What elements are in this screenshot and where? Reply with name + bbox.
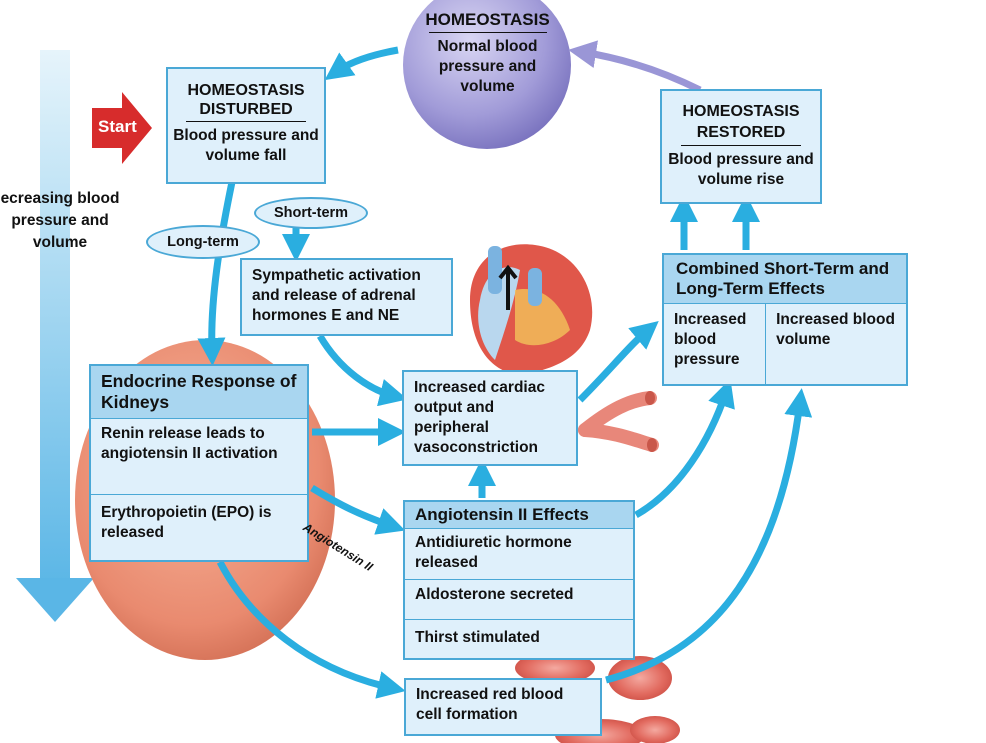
- combined-box: Combined Short-Term and Long-Term Effect…: [662, 253, 908, 386]
- kidneys-box: Endocrine Response of Kidneys Renin rele…: [89, 364, 309, 562]
- homeostasis-disturbed-box: HOMEOSTASIS DISTURBED Blood pressure and…: [166, 67, 326, 184]
- start-arrow: [92, 92, 152, 164]
- heart-graphic: [470, 244, 593, 375]
- restored-text: Blood pressure and volume rise: [668, 151, 814, 188]
- thirst-text: Thirst stimulated: [405, 619, 633, 652]
- rbc-box: Increased red blood cell formation: [404, 678, 602, 736]
- sympathetic-box: Sympathetic activation and release of ad…: [240, 258, 453, 336]
- adh-text: Antidiuretic hormone released: [405, 528, 633, 579]
- angiotensin-title: Angiotensin II Effects: [405, 502, 633, 528]
- homeostasis-circle: [403, 0, 571, 149]
- combined-left-text: Increased blood pressure: [664, 304, 767, 385]
- disturbed-text: Blood pressure and volume fall: [173, 127, 319, 164]
- restored-title: HOMEOSTASIS RESTORED: [682, 103, 800, 141]
- long-term-pill: Long-term: [146, 225, 260, 259]
- combined-right-text: Increased blood volume: [776, 311, 895, 348]
- cardiac-box: Increased cardiac output and peripheral …: [402, 370, 578, 466]
- short-term-pill: Short-term: [254, 197, 368, 229]
- aldosterone-text: Aldosterone secreted: [405, 579, 633, 619]
- homeostasis-title: HOMEOSTASIS: [425, 10, 550, 29]
- epo-text: Erythropoietin (EPO) is released: [91, 494, 307, 547]
- homeostasis-text: Normal blood pressure and volume: [437, 38, 538, 95]
- decreasing-arrow: [16, 50, 94, 622]
- blood-cells: [515, 652, 680, 743]
- angiotensin-box: Angiotensin II Effects Antidiuretic horm…: [403, 500, 635, 660]
- start-label: Start: [98, 117, 137, 136]
- renin-text: Renin release leads to angiotensin II ac…: [91, 418, 307, 494]
- sympathetic-text: Sympathetic activation and release of ad…: [252, 267, 421, 324]
- homeostasis-node: HOMEOSTASIS Normal blood pressure and vo…: [410, 10, 565, 97]
- rbc-text: Increased red blood cell formation: [416, 686, 564, 723]
- cardiac-text: Increased cardiac output and peripheral …: [414, 379, 545, 456]
- combined-title: Combined Short-Term and Long-Term Effect…: [664, 255, 906, 303]
- flow-arrows: [197, 46, 813, 699]
- decreasing-label: ecreasing blood pressure and volume: [0, 190, 120, 251]
- blood-vessel: [578, 391, 659, 452]
- kidneys-title: Endocrine Response of Kidneys: [91, 366, 307, 418]
- disturbed-title: HOMEOSTASIS DISTURBED: [187, 82, 305, 118]
- homeostasis-restored-box: HOMEOSTASIS RESTORED Blood pressure and …: [660, 89, 822, 204]
